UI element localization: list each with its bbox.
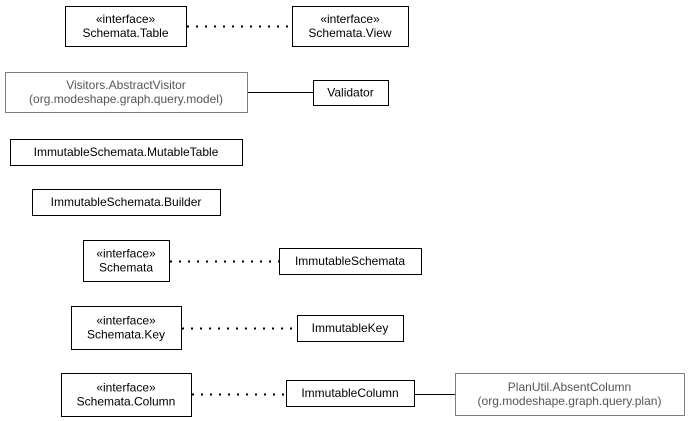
node-label: ImmutableSchemata.MutableTable xyxy=(34,145,219,159)
node-box xyxy=(71,306,182,350)
node-label: Visitors.AbstractVisitor xyxy=(66,78,186,92)
node-schemata: «interface»Schemata xyxy=(83,240,170,282)
node-label: Schemata.Table xyxy=(82,26,168,40)
node-mutable-table: ImmutableSchemata.MutableTable xyxy=(10,139,243,166)
node-label: «interface» xyxy=(96,247,156,261)
node-box xyxy=(5,72,248,113)
node-label: (org.modeshape.graph.query.model) xyxy=(29,92,223,106)
node-box xyxy=(10,139,243,166)
node-immutable-schemata: ImmutableSchemata xyxy=(279,248,422,275)
node-label: ImmutableSchemata.Builder xyxy=(51,195,202,209)
node-label: Schemata xyxy=(99,261,153,275)
node-box xyxy=(279,248,422,275)
node-immutable-key: ImmutableKey xyxy=(297,315,404,342)
node-box xyxy=(297,315,404,342)
node-label: ImmutableKey xyxy=(312,321,389,335)
node-label: Schemata.Column xyxy=(77,395,176,409)
node-box xyxy=(61,373,192,417)
node-box xyxy=(83,240,170,282)
nodes: «interface»Schemata.Table«interface»Sche… xyxy=(5,6,685,417)
node-label: «interface» xyxy=(96,381,156,395)
node-label: Schemata.Key xyxy=(87,328,165,342)
node-schemata-column: «interface»Schemata.Column xyxy=(61,373,192,417)
node-label: ImmutableSchemata xyxy=(295,254,405,268)
node-box xyxy=(313,80,389,106)
node-box xyxy=(455,373,685,416)
node-abstract-visitor: Visitors.AbstractVisitor(org.modeshape.g… xyxy=(5,72,248,113)
node-label: «interface» xyxy=(320,12,380,26)
node-box xyxy=(65,6,187,47)
node-label: «interface» xyxy=(96,12,156,26)
node-validator: Validator xyxy=(313,80,389,106)
node-label: PlanUtil.AbsentColumn xyxy=(508,380,631,394)
node-absent-column: PlanUtil.AbsentColumn(org.modeshape.grap… xyxy=(455,373,685,416)
edges xyxy=(170,25,455,396)
node-box xyxy=(32,189,221,216)
node-schemata-key: «interface»Schemata.Key xyxy=(71,306,182,350)
node-label: Schemata.View xyxy=(308,26,391,40)
node-label: Validator xyxy=(327,86,373,100)
node-label: (org.modeshape.graph.query.plan) xyxy=(478,394,662,408)
node-label: «interface» xyxy=(96,314,156,328)
node-label: ImmutableColumn xyxy=(301,386,398,400)
node-schemata-view: «interface»Schemata.View xyxy=(292,6,409,47)
node-box xyxy=(292,6,409,47)
node-builder: ImmutableSchemata.Builder xyxy=(32,189,221,216)
node-box xyxy=(286,380,415,407)
node-schemata-table: «interface»Schemata.Table xyxy=(65,6,187,47)
node-immutable-column: ImmutableColumn xyxy=(286,380,415,407)
